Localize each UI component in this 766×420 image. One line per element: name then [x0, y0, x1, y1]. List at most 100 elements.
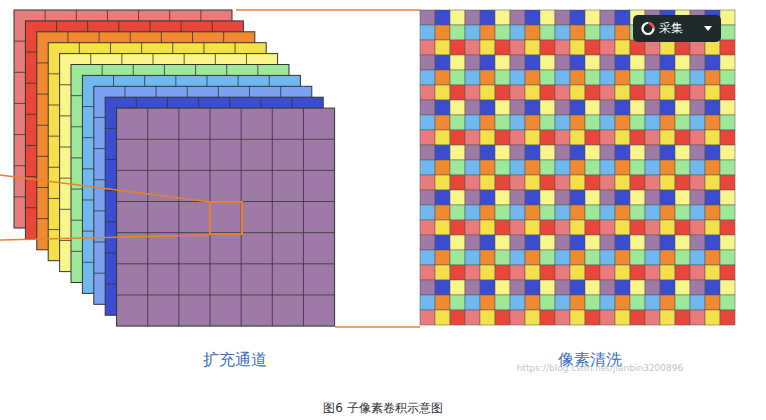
grid-cell: [705, 280, 720, 295]
grid-cell: [705, 130, 720, 145]
grid-cell: [600, 235, 615, 250]
grid-cell: [570, 70, 585, 85]
grid-cell: [435, 220, 450, 235]
grid-cell: [675, 295, 690, 310]
grid-cell: [435, 70, 450, 85]
grid-cell: [600, 40, 615, 55]
grid-cell: [510, 220, 525, 235]
grid-cell: [660, 250, 675, 265]
grid-cell: [720, 295, 735, 310]
grid-cell: [510, 25, 525, 40]
grid-cell: [480, 10, 495, 25]
grid-cell: [435, 205, 450, 220]
grid-cell: [615, 220, 630, 235]
grid-cell: [570, 40, 585, 55]
grid-cell: [420, 40, 435, 55]
grid-cell: [675, 190, 690, 205]
grid-cell: [660, 295, 675, 310]
grid-cell: [420, 115, 435, 130]
grid-cell: [465, 85, 480, 100]
grid-cell: [720, 265, 735, 280]
grid-line: [303, 108, 304, 326]
grid-cell: [600, 265, 615, 280]
grid-cell: [615, 85, 630, 100]
grid-cell: [720, 190, 735, 205]
grid-cell: [675, 115, 690, 130]
grid-cell: [525, 175, 540, 190]
grid-cell: [540, 295, 555, 310]
grid-cell: [495, 40, 510, 55]
grid-cell: [720, 130, 735, 145]
grid-cell: [645, 100, 660, 115]
grid-cell: [570, 130, 585, 145]
grid-cell: [570, 250, 585, 265]
grid-cell: [570, 145, 585, 160]
grid-cell: [465, 40, 480, 55]
grid-cell: [555, 55, 570, 70]
grid-cell: [450, 160, 465, 175]
grid-cell: [450, 70, 465, 85]
grid-cell: [645, 235, 660, 250]
grid-cell: [450, 130, 465, 145]
grid-cell: [510, 190, 525, 205]
grid-cell: [585, 310, 600, 325]
grid-cell: [570, 235, 585, 250]
grid-cell: [570, 175, 585, 190]
grid-cell: [450, 310, 465, 325]
grid-cell: [450, 280, 465, 295]
grid-cell: [495, 130, 510, 145]
grid-cell: [600, 145, 615, 160]
grid-cell: [705, 145, 720, 160]
grid-cell: [720, 85, 735, 100]
grid-line: [178, 108, 179, 326]
grid-cell: [450, 175, 465, 190]
grid-cell: [540, 235, 555, 250]
grid-cell: [450, 205, 465, 220]
grid-cell: [480, 55, 495, 70]
grid-cell: [600, 25, 615, 40]
grid-cell: [585, 160, 600, 175]
grid-cell: [585, 295, 600, 310]
grid-cell: [690, 220, 705, 235]
grid-cell: [600, 55, 615, 70]
grid-cell: [540, 160, 555, 175]
grid-cell: [600, 130, 615, 145]
grid-cell: [690, 160, 705, 175]
grid-cell: [435, 130, 450, 145]
grid-cell: [465, 295, 480, 310]
grid-cell: [510, 10, 525, 25]
grid-cell: [615, 280, 630, 295]
grid-cell: [690, 250, 705, 265]
grid-cell: [435, 115, 450, 130]
grid-cell: [645, 295, 660, 310]
grid-cell: [420, 295, 435, 310]
grid-cell: [705, 70, 720, 85]
grid-cell: [540, 220, 555, 235]
grid-cell: [480, 85, 495, 100]
grid-cell: [570, 25, 585, 40]
grid-cell: [660, 70, 675, 85]
grid-cell: [690, 130, 705, 145]
grid-cell: [420, 175, 435, 190]
grid-cell: [705, 40, 720, 55]
grid-cell: [435, 190, 450, 205]
grid-cell: [525, 160, 540, 175]
grid-cell: [705, 265, 720, 280]
grid-cell: [465, 115, 480, 130]
grid-cell: [645, 205, 660, 220]
grid-cell: [690, 115, 705, 130]
grid-cell: [675, 55, 690, 70]
grid-cell: [540, 265, 555, 280]
grid-cell: [720, 220, 735, 235]
button-label: 采集: [659, 20, 683, 37]
grid-cell: [660, 310, 675, 325]
grid-cell: [465, 250, 480, 265]
grid-cell: [705, 175, 720, 190]
grid-cell: [435, 100, 450, 115]
grid-cell: [525, 40, 540, 55]
grid-cell: [690, 235, 705, 250]
grid-cell: [645, 220, 660, 235]
grid-cell: [510, 235, 525, 250]
grid-cell: [555, 85, 570, 100]
